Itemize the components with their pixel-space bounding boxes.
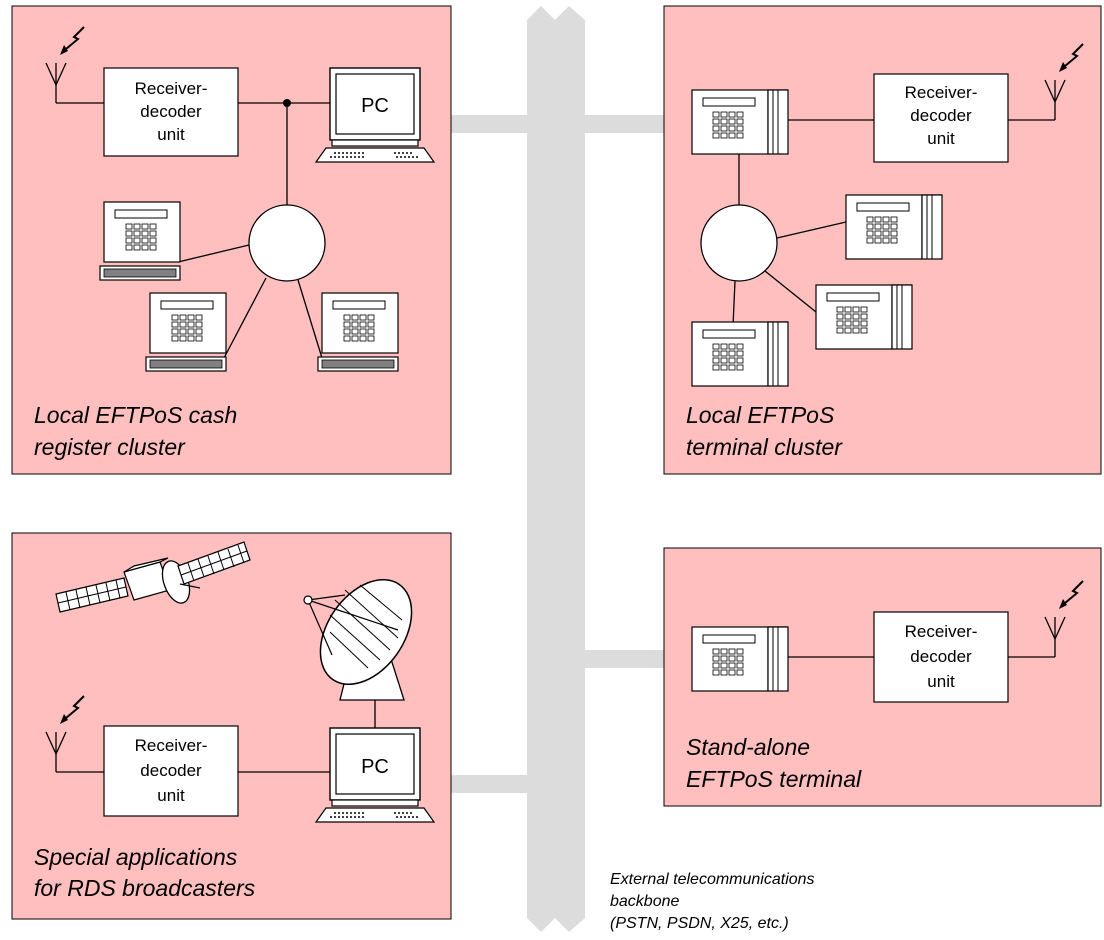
rd-line-3: unit xyxy=(927,672,955,691)
panel-cash-register-cluster: Receiver- decoder unit PC Local EFTPoS c… xyxy=(11,5,452,475)
panel-caption-line-1: Local EFTPoS cash xyxy=(34,402,237,428)
receiver-decoder-box xyxy=(103,725,239,817)
panel-caption-line-2: terminal cluster xyxy=(686,434,843,460)
backbone-caption-line-2: backbone xyxy=(610,893,679,910)
panel-caption-line-1: Stand-alone xyxy=(686,734,810,760)
hub-circle xyxy=(700,204,778,282)
panel-caption-line-2: register cluster xyxy=(34,434,186,460)
panel-caption-line-1: Local EFTPoS xyxy=(686,402,835,428)
rd-line-3: unit xyxy=(157,786,185,805)
eftpos-terminal-icon xyxy=(846,195,942,259)
backbone xyxy=(418,6,694,932)
rd-line-1: Receiver- xyxy=(905,622,978,641)
rd-line-2: decoder xyxy=(140,102,202,121)
rd-line-2: decoder xyxy=(140,761,202,780)
eftpos-terminal-icon xyxy=(816,285,912,349)
panel-caption-line-2: for RDS broadcasters xyxy=(34,875,256,901)
rd-line-2: decoder xyxy=(910,647,972,666)
receiver-decoder-box xyxy=(873,73,1009,163)
panel-terminal-cluster: Receiver- decoder unit Local EFTPoS term… xyxy=(663,5,1102,475)
eftpos-terminal-icon xyxy=(692,627,788,691)
eftpos-terminal-icon xyxy=(692,322,788,386)
rd-line-2: decoder xyxy=(910,106,972,125)
rd-line-1: Receiver- xyxy=(905,83,978,102)
dish-antenna-icon xyxy=(303,578,413,701)
eftpos-terminal-icon xyxy=(692,90,788,154)
satellite-icon xyxy=(55,541,251,613)
panel-rds-broadcasters: Receiver- decoder unit PC Special applic… xyxy=(11,532,452,920)
receiver-decoder-box xyxy=(103,67,239,157)
rd-line-3: unit xyxy=(927,129,955,148)
pc-label: PC xyxy=(361,756,389,778)
rd-line-1: Receiver- xyxy=(135,736,208,755)
panel-standalone-terminal: Receiver- decoder unit Stand-alone EFTPo… xyxy=(663,547,1102,807)
backbone-caption-line-1: External telecommunications xyxy=(610,871,815,888)
pc-label: PC xyxy=(361,95,389,117)
hub-circle xyxy=(248,204,326,282)
backbone-caption-line-3: (PSTN, PSDN, X25, etc.) xyxy=(610,915,789,932)
rd-line-3: unit xyxy=(157,125,185,144)
cash-register-icon xyxy=(318,293,398,371)
receiver-decoder-box xyxy=(873,611,1009,703)
panel-caption-line-1: Special applications xyxy=(34,844,238,870)
panel-caption-line-2: EFTPoS terminal xyxy=(686,766,862,792)
rd-line-1: Receiver- xyxy=(135,79,208,98)
cash-register-icon xyxy=(100,202,180,280)
cash-register-icon xyxy=(146,293,226,371)
backbone-bar xyxy=(527,6,585,932)
